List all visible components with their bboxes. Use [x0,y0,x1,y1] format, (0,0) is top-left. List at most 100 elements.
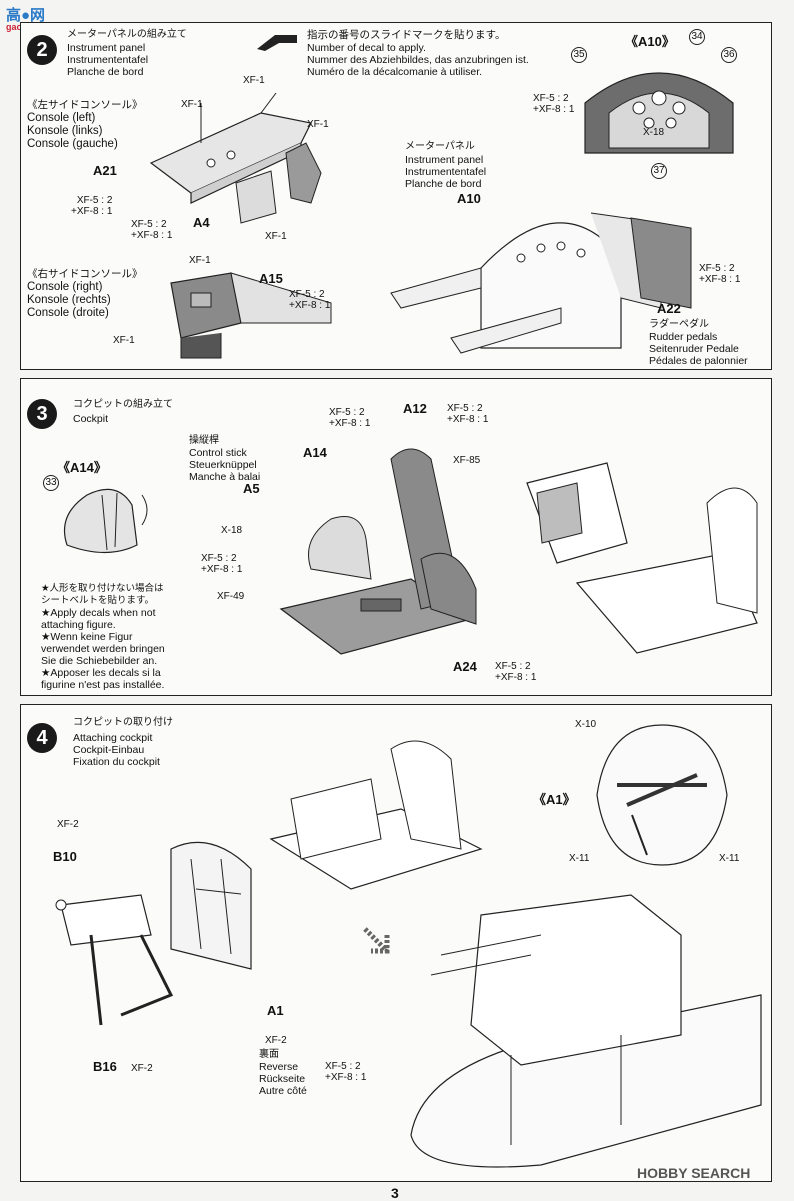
instrument-panel-drawing [390,212,692,354]
decal-arrow-icon [257,35,297,51]
note-en-2: attaching figure. [41,619,116,631]
right-console-de: Konsole (rechts) [27,294,111,306]
note-jp-2: シートベルトを貼ります。 [41,595,155,606]
step4-number: 4 [27,723,57,753]
step2-panel: 2 メーターパネルの組み立て Instrument panel Instrume… [20,22,772,370]
right-console-en: Console (right) [27,281,103,293]
decal-37: 37 [651,163,667,179]
step3-title-jp: コクピットの組み立て [73,399,173,410]
step4-title-jp: コクピットの取り付け [73,717,173,728]
decal-34: 34 [689,29,705,45]
cockpit-tub-drawing [269,740,483,890]
step4-title-de: Cockpit-Einbau [73,744,145,756]
part-a1: A1 [267,1003,284,1018]
note-de-2: verwendet werden bringen [41,643,165,655]
part-a22: A22 [657,301,681,316]
xf2-c-label: XF-2 [265,1035,287,1046]
part-a24: A24 [453,659,477,674]
xf1-f-label: XF-1 [113,335,135,346]
step3-number: 3 [27,399,57,429]
part-b10: B10 [53,849,77,864]
xf1-c-label: XF-1 [307,119,329,130]
note-fr-2: figurine n'est pas installée. [41,679,165,691]
panel-label-jp: メーターパネル [405,141,475,152]
decal-note-de: Nummer des Abziehbildes, das anzubringen… [307,54,529,66]
a1-inset-drawing [596,724,728,866]
bulkhead-a1-drawing [170,841,252,970]
rudder-en: Rudder pedals [649,331,718,343]
panel-label-de: Instrumententafel [405,166,487,178]
a1-view-label: 《A1》 [533,792,576,807]
right-console-drawing [170,272,332,359]
a21-paint: XF-5 : 2+XF-8 : 1 [71,195,113,217]
footer-brand: HOBBY SEARCH [637,1165,751,1181]
x18-label-3: X-18 [221,525,243,536]
xf1-d-label: XF-1 [265,231,287,242]
stick-de: Steuerknüppel [189,459,257,471]
left-console-de: Konsole (links) [27,125,103,137]
a12-paint: XF-5 : 2+XF-8 : 1 [447,403,489,425]
a15-paint: XF-5 : 2+XF-8 : 1 [289,289,331,311]
xf2-b-label: XF-2 [131,1063,153,1074]
stick-fr: Manche à balai [189,471,261,483]
step2-title-de: Instrumententafel [67,54,149,66]
reverse-en: Reverse [259,1061,299,1073]
part-a21: A21 [93,163,117,178]
decal-note-en: Number of decal to apply. [307,42,426,54]
fuselage-arrow-icon [363,927,390,954]
a22-paint: XF-5 : 2+XF-8 : 1 [699,263,741,285]
fuselage-drawing [410,894,762,1168]
note-jp-1: ★人形を取り付けない場合は [41,583,164,594]
left-console-fr: Console (gauche) [27,138,118,150]
rudder-fr: Pédales de palonnier [649,355,748,367]
a5-paint: XF-5 : 2+XF-8 : 1 [201,553,243,575]
xf1-e-label: XF-1 [189,255,211,266]
note-de-3: Sie die Schiebebilder an. [41,655,158,667]
part-a4: A4 [193,215,210,230]
a4-paint: XF-5 : 2+XF-8 : 1 [131,219,173,241]
note-fr-1: ★Apposer les decals si la [41,667,161,679]
panel-label-fr: Planche de bord [405,178,482,190]
reverse-fr: Autre côté [259,1085,307,1097]
xf1-b-label: XF-1 [243,75,265,86]
right-console-jp: 《右サイドコンソール》 [27,268,143,280]
step4-title-fr: Fixation du cockpit [73,756,160,768]
step3-panel: 3 コクピットの組み立て Cockpit 《A14》 33 ★人形を取り付けない… [20,378,772,696]
xf49-label: XF-49 [217,591,245,602]
part-a14: A14 [303,445,327,460]
a10-paint: XF-5 : 2+XF-8 : 1 [533,93,575,115]
x10-label: X-10 [575,719,597,730]
note-de-1: ★Wenn keine Figur [41,631,133,643]
a10-panel-drawing [584,72,734,154]
decal-note-fr: Numéro de la décalcomanie à utiliser. [307,66,483,78]
rudder-jp: ラダーペダル [649,319,709,330]
step2-number: 2 [27,35,57,65]
a14-seat-inset-drawing [63,488,148,554]
xf2-a-label: XF-2 [57,819,79,830]
cockpit-fuselage-drawing [526,462,758,654]
stick-en: Control stick [189,447,247,459]
reverse-paint: XF-5 : 2+XF-8 : 1 [325,1061,367,1083]
panel-label-en: Instrument panel [405,154,484,166]
frame-b10-b16-drawing [55,894,174,1026]
a14-view-label: 《A14》 [57,460,107,475]
stick-jp: 操縦桿 [189,435,219,446]
note-en-1: ★Apply decals when not [41,607,156,619]
left-console-drawing [149,92,322,224]
decal-35: 35 [571,47,587,63]
step4-title-en: Attaching cockpit [73,732,153,744]
right-console-fr: Console (droite) [27,307,109,319]
part-a15: A15 [259,271,283,286]
x11-a-label: X-11 [569,853,590,864]
part-b16: B16 [93,1059,117,1074]
rudder-de: Seitenruder Pedale [649,343,739,355]
left-console-jp: 《左サイドコンソール》 [27,99,143,111]
xf85-label: XF-85 [453,455,481,466]
decal-33: 33 [43,475,59,491]
watermark-logo: 高●网 [6,7,46,24]
part-a5: A5 [243,481,260,496]
x11-b-label: X-11 [719,853,740,864]
a24-paint: XF-5 : 2+XF-8 : 1 [495,661,537,683]
reverse-de: Rückseite [259,1073,306,1085]
step2-title-jp: メーターパネルの組み立て [67,29,187,40]
